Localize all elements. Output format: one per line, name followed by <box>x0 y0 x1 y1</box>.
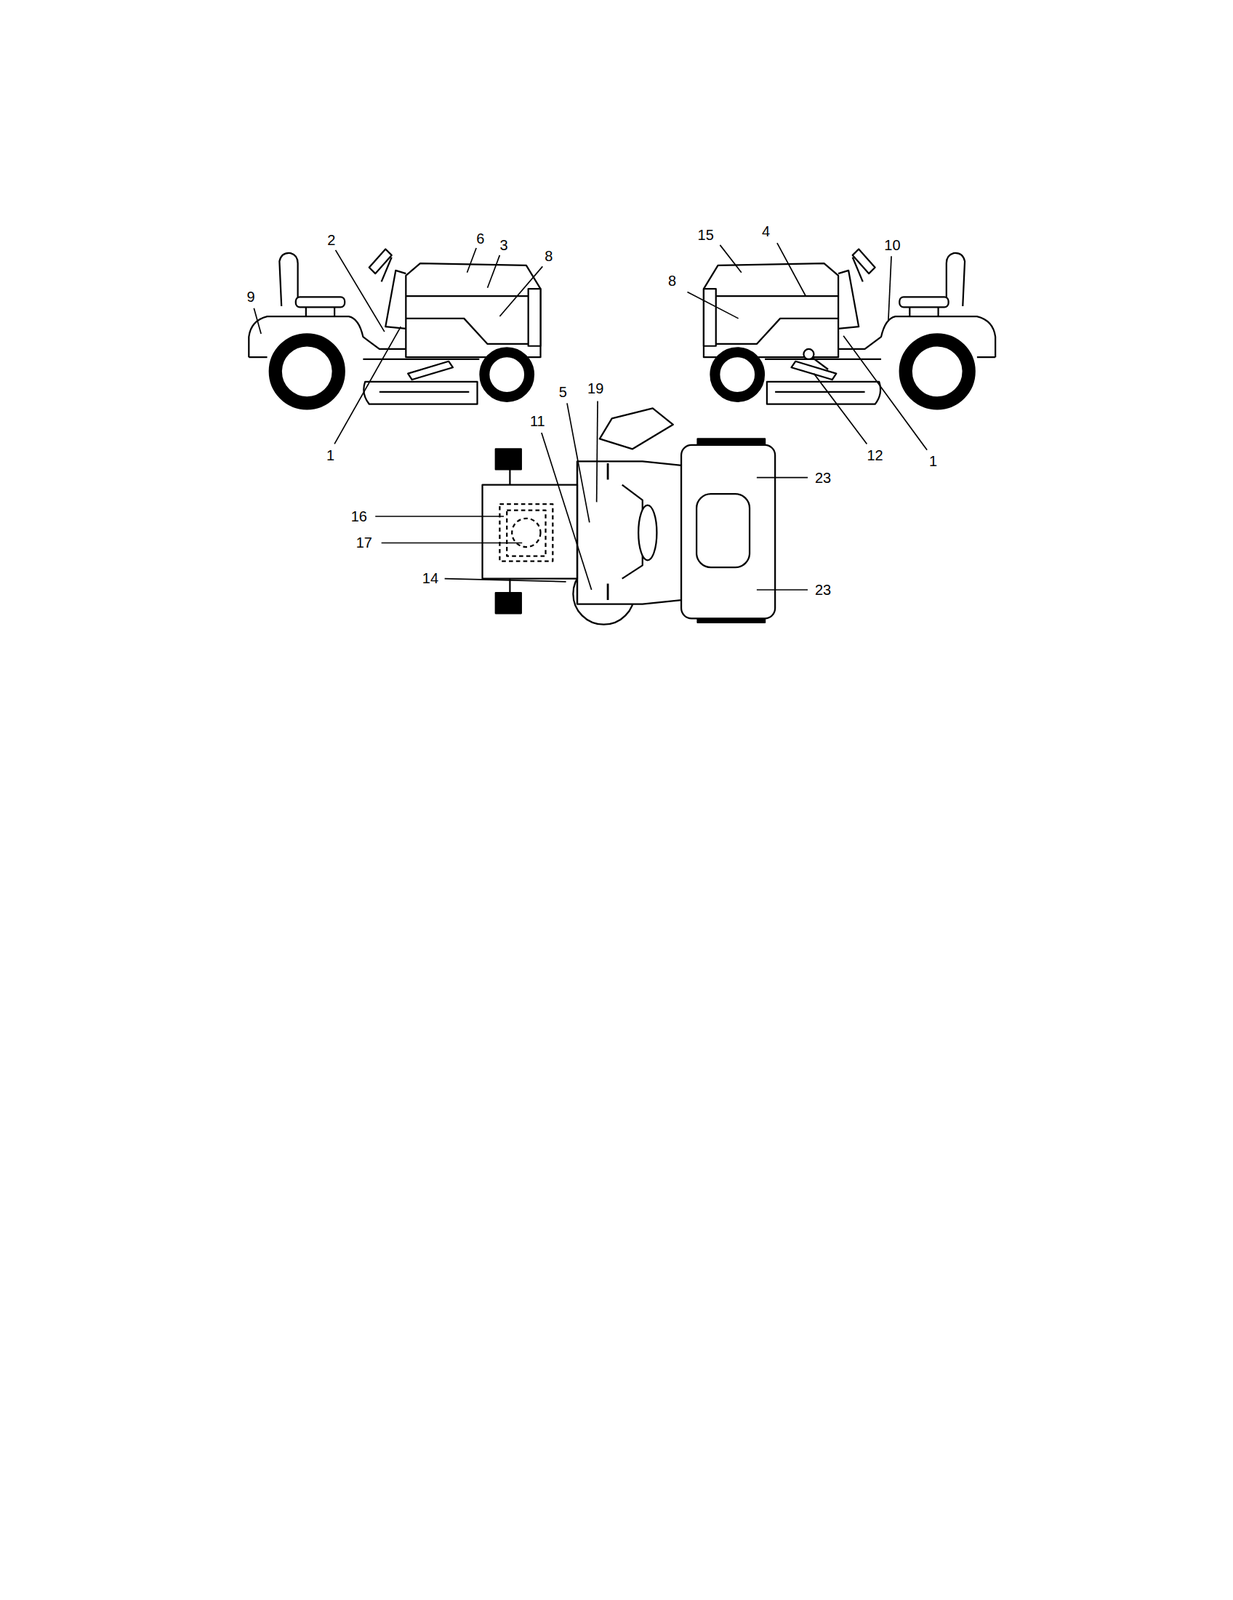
right-tractor <box>703 248 996 404</box>
steering-wheel <box>638 505 657 561</box>
callout-number: 12 <box>865 447 885 464</box>
dash <box>577 460 643 604</box>
leader-line <box>499 266 543 317</box>
callout-number: 4 <box>760 223 772 240</box>
leader-line <box>888 255 892 322</box>
left-tractor <box>248 248 541 404</box>
leader-line <box>777 242 806 296</box>
leader-line <box>756 588 808 591</box>
leader-line <box>843 335 927 451</box>
callout-number: 16 <box>349 508 369 525</box>
tractor-top-view <box>482 407 776 624</box>
leader-line <box>466 247 477 273</box>
callout-number: 14 <box>420 569 440 586</box>
leader-line <box>381 542 523 544</box>
lever-rod <box>812 356 829 370</box>
callout-number: 23 <box>813 581 833 598</box>
callout-number: 1 <box>927 452 939 469</box>
leader-line <box>444 578 567 582</box>
engine-outline <box>506 510 546 557</box>
callout-number: 19 <box>585 380 605 397</box>
callout-number: 6 <box>474 230 486 247</box>
rear-fender <box>681 444 775 618</box>
front-wheel <box>495 592 522 613</box>
callout-number: 17 <box>354 534 374 551</box>
callout-number: 11 <box>528 412 547 429</box>
engine-outline <box>499 503 553 562</box>
hood-mark <box>607 463 610 600</box>
callout-number: 2 <box>325 231 337 248</box>
leader-line <box>334 326 401 444</box>
leader-line <box>687 291 738 318</box>
callout-number: 8 <box>666 272 678 289</box>
leader-line <box>375 515 504 517</box>
leader-line <box>596 401 598 503</box>
callout-number: 10 <box>882 237 902 253</box>
callout-number: 23 <box>813 469 833 486</box>
leader-line <box>541 432 592 590</box>
callout-number: 1 <box>324 447 336 464</box>
front-wheel <box>495 448 522 469</box>
seat <box>696 493 750 568</box>
leader-line <box>719 245 741 273</box>
callout-number: 5 <box>557 383 569 400</box>
leader-line <box>756 476 808 479</box>
chassis <box>577 460 682 604</box>
leader-line <box>253 308 261 334</box>
lever-knob <box>803 348 814 360</box>
leader-lines <box>253 242 927 590</box>
callout-number: 9 <box>245 288 257 305</box>
lift-lever <box>803 348 829 370</box>
leader-line <box>335 250 385 332</box>
leader-line <box>567 402 590 522</box>
leader-line <box>813 373 867 445</box>
callout-number: 8 <box>543 247 554 264</box>
discharge-chute <box>599 407 674 449</box>
callout-number: 3 <box>497 237 509 253</box>
leader-line <box>487 255 501 288</box>
callout-number: 15 <box>696 226 716 243</box>
